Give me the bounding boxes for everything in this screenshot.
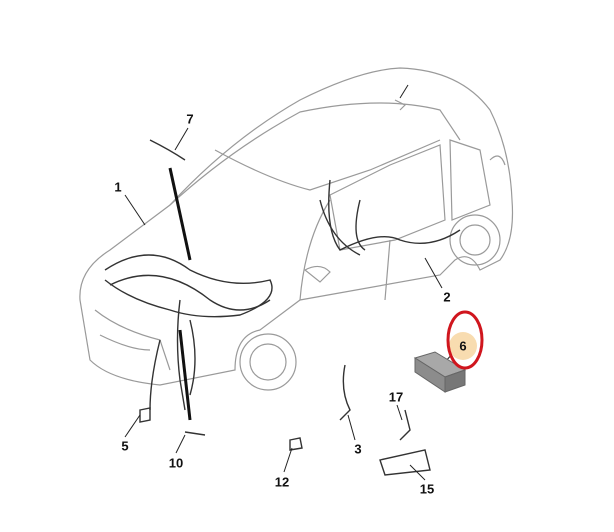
highlight-ring (446, 310, 484, 370)
callout-7: 7 (186, 111, 194, 127)
car-body-outline (79, 67, 514, 391)
harness-lines (104, 139, 461, 476)
callout-3: 3 (354, 441, 362, 457)
leader-lines (124, 84, 463, 481)
callout-6: 6 (459, 338, 467, 354)
callout-1: 1 (114, 179, 122, 195)
leader-thick (168, 167, 192, 421)
callout-15: 15 (419, 481, 435, 497)
callout-2: 2 (443, 289, 451, 305)
callout-10: 10 (168, 455, 184, 471)
callout-12: 12 (274, 474, 290, 490)
connector-block-6 (413, 351, 467, 393)
callout-17: 17 (388, 389, 404, 405)
callout-5: 5 (121, 438, 129, 454)
callout-6-badge (449, 332, 477, 360)
